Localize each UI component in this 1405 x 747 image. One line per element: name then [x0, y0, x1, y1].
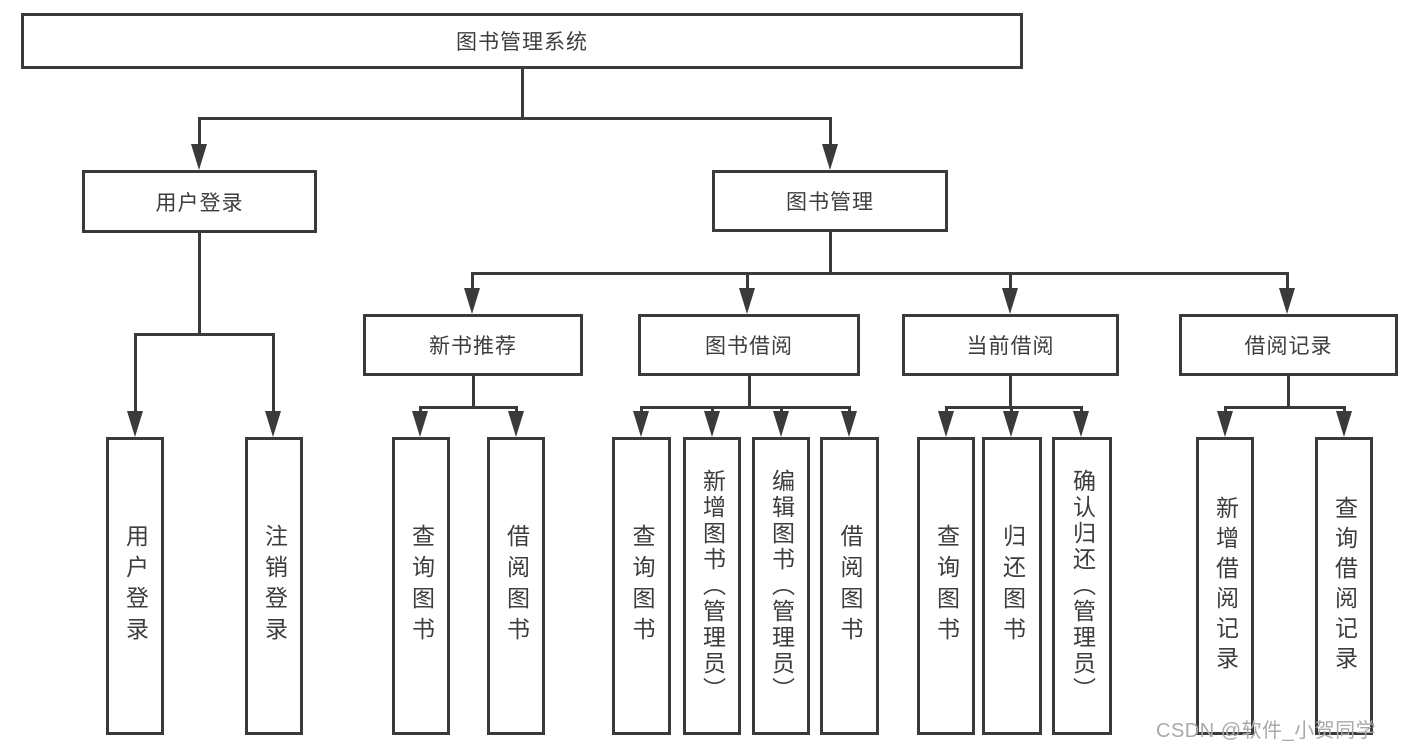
- arrow-down-icon: [1002, 288, 1018, 314]
- connector-line: [1008, 376, 1012, 409]
- connector-line: [133, 333, 137, 413]
- node-label: 编辑图书（管理员）: [768, 469, 795, 703]
- node-label: 新书推荐: [429, 335, 517, 358]
- connector-line: [639, 406, 643, 413]
- node-book-borrow: 图书借阅: [638, 314, 860, 376]
- node-label: 查询借阅记录: [1331, 496, 1358, 676]
- connector-line: [133, 333, 275, 336]
- arrow-down-icon: [412, 411, 428, 437]
- connector-line: [1009, 406, 1013, 413]
- arrow-down-icon: [508, 411, 524, 437]
- node-book-management: 图书管理: [712, 170, 948, 232]
- arrow-down-icon: [704, 411, 720, 437]
- node-label: 新增借阅记录: [1212, 496, 1239, 676]
- node-book-management-system: 图书管理系统: [21, 13, 1023, 69]
- leaf-user-login: 用户登录: [106, 437, 164, 735]
- connector-line: [470, 272, 474, 290]
- node-label: 查询图书: [408, 524, 435, 648]
- connector-line: [1223, 406, 1346, 409]
- node-user-login: 用户登录: [82, 170, 317, 233]
- leaf-add-books-admin: 新增图书（管理员）: [683, 437, 741, 735]
- connector-line: [747, 376, 751, 409]
- arrow-down-icon: [739, 288, 755, 314]
- node-label: 图书管理: [786, 191, 874, 214]
- connector-line: [710, 406, 714, 413]
- node-borrow-records: 借阅记录: [1179, 314, 1398, 376]
- node-label: 借阅图书: [503, 524, 530, 648]
- connector-line: [639, 406, 851, 409]
- connector-line: [1342, 406, 1346, 413]
- leaf-confirm-return-admin: 确认归还（管理员）: [1052, 437, 1112, 735]
- watermark: CSDN @软件_小贺同学: [1156, 720, 1377, 742]
- node-label: 查询图书: [933, 524, 960, 648]
- node-current-borrow: 当前借阅: [902, 314, 1119, 376]
- arrow-down-icon: [191, 144, 207, 170]
- arrow-down-icon: [841, 411, 857, 437]
- node-label: 当前借阅: [966, 335, 1055, 358]
- connector-line: [471, 376, 475, 409]
- leaf-borrow-books-recommend: 借阅图书: [487, 437, 545, 735]
- arrow-down-icon: [1003, 411, 1019, 437]
- arrow-down-icon: [773, 411, 789, 437]
- leaf-return-books: 归还图书: [982, 437, 1042, 735]
- connector-line: [944, 406, 948, 413]
- node-label: 用户登录: [122, 524, 149, 648]
- node-label: 注销登录: [261, 524, 288, 648]
- arrow-down-icon: [265, 411, 281, 437]
- arrow-down-icon: [822, 144, 838, 170]
- leaf-borrow-books: 借阅图书: [820, 437, 879, 735]
- arrow-down-icon: [1073, 411, 1089, 437]
- arrow-down-icon: [633, 411, 649, 437]
- connector-line: [520, 69, 524, 120]
- connector-line: [1223, 406, 1227, 413]
- leaf-add-borrow-record: 新增借阅记录: [1196, 437, 1254, 735]
- connector-line: [779, 406, 783, 413]
- connector-line: [197, 117, 201, 146]
- connector-line: [514, 406, 518, 413]
- connector-line: [847, 406, 851, 413]
- connector-line: [828, 232, 832, 275]
- arrow-down-icon: [464, 288, 480, 314]
- connector-line: [944, 406, 1083, 409]
- arrow-down-icon: [1217, 411, 1233, 437]
- node-label: 确认归还（管理员）: [1069, 469, 1096, 703]
- node-label: 借阅记录: [1244, 335, 1333, 358]
- node-label: 图书借阅: [705, 335, 793, 358]
- leaf-query-books-current: 查询图书: [917, 437, 975, 735]
- connector-line: [198, 233, 201, 336]
- leaf-query-books-recommend: 查询图书: [392, 437, 450, 735]
- leaf-query-books-borrow: 查询图书: [612, 437, 671, 735]
- node-label: 借阅图书: [837, 524, 863, 648]
- connector-line: [418, 406, 422, 413]
- connector-line: [828, 117, 832, 146]
- arrow-down-icon: [1279, 288, 1295, 314]
- connector-line: [197, 117, 832, 120]
- leaf-logout: 注销登录: [245, 437, 303, 735]
- connector-line: [1286, 376, 1290, 409]
- leaf-edit-books-admin: 编辑图书（管理员）: [752, 437, 810, 735]
- leaf-query-borrow-record: 查询借阅记录: [1315, 437, 1373, 735]
- connector-line: [470, 272, 1289, 275]
- connector-line: [1079, 406, 1083, 413]
- connector-line: [271, 333, 275, 413]
- node-new-book-recommend: 新书推荐: [363, 314, 583, 376]
- arrow-down-icon: [127, 411, 143, 437]
- connector-line: [745, 272, 749, 290]
- arrow-down-icon: [938, 411, 954, 437]
- connector-line: [418, 406, 518, 409]
- node-label: 归还图书: [999, 524, 1026, 648]
- node-label: 查询图书: [629, 524, 655, 648]
- arrow-down-icon: [1336, 411, 1352, 437]
- node-label: 用户登录: [155, 191, 244, 215]
- connector-line: [1285, 272, 1289, 290]
- node-label: 图书管理系统: [456, 31, 588, 54]
- node-label: 新增图书（管理员）: [699, 469, 726, 703]
- connector-line: [1008, 272, 1012, 290]
